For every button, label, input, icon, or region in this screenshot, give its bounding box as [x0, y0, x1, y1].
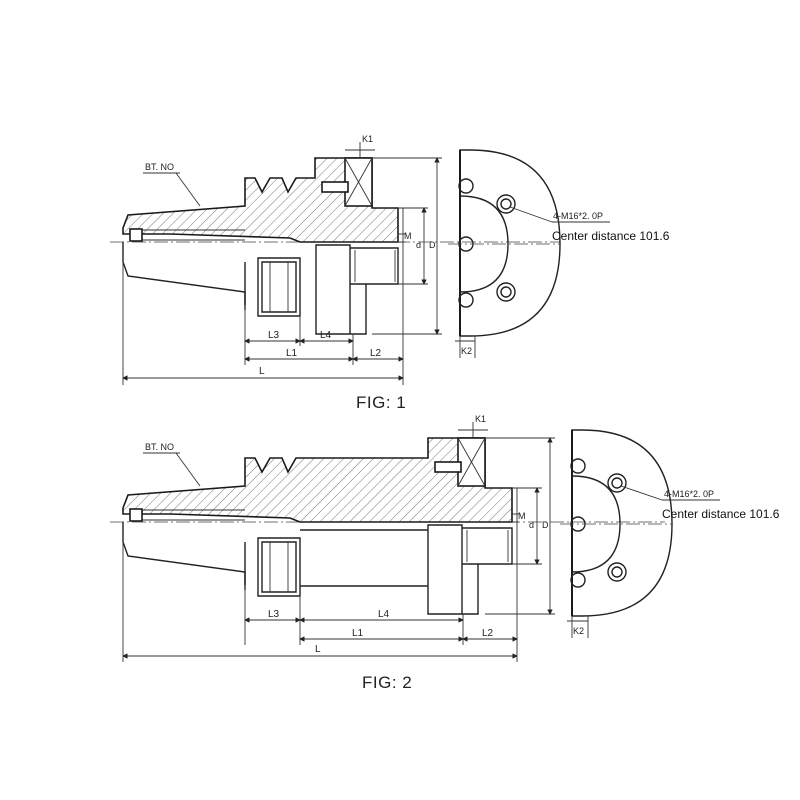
fig1-label-m: M — [404, 231, 412, 241]
fig2-taper-body — [122, 437, 513, 523]
fig1-label-k2: K2 — [461, 346, 472, 356]
figure-2: BT. NO K1 K2 M d D L L1 L2 L3 L4 4-M16*2… — [110, 414, 780, 662]
fig2-label-l: L — [315, 644, 321, 655]
fig2-label-l4: L4 — [378, 609, 390, 620]
fig2-lower-body — [244, 524, 513, 615]
fig2-label-center-distance: Center distance 101.6 — [662, 507, 780, 521]
fig2-title: FIG: 2 — [362, 673, 413, 692]
fig2-label-d: d — [529, 520, 534, 530]
fig1-label-D: D — [429, 240, 436, 250]
fig1-flange-face — [459, 149, 561, 337]
fig1-bolt-hole-top — [496, 194, 516, 214]
fig1-title: FIG: 1 — [356, 393, 407, 412]
fig1-label-l: L — [259, 366, 265, 377]
fig2-label-D: D — [542, 520, 549, 530]
fig1-label-l2: L2 — [370, 348, 382, 359]
fig1-taper-body — [122, 157, 399, 243]
fig1-label-center-distance: Center distance 101.6 — [552, 229, 670, 243]
figure-1: BT. NO K1 K2 M d D L L1 L2 L3 L4 4-M16*2… — [110, 134, 670, 385]
fig1-lower-body — [244, 244, 399, 335]
fig2-bolt — [434, 461, 462, 473]
fig2-label-k2: K2 — [573, 626, 584, 636]
fig1-bolt-hole-bottom — [496, 282, 516, 302]
fig2-taper-lower — [122, 522, 246, 585]
fig1-bolt — [321, 181, 349, 193]
fig1-label-d: d — [416, 240, 421, 250]
fig2-bolt-hole-bottom — [607, 562, 627, 582]
fig1-label-l4: L4 — [320, 330, 332, 341]
fig1-taper-lower — [122, 242, 246, 305]
fig1-label-k1: K1 — [362, 134, 373, 144]
fig2-label-l2: L2 — [482, 628, 494, 639]
fig2-label-m: M — [518, 511, 526, 521]
fig2-flange-face — [571, 429, 673, 617]
fig1-label-l3: L3 — [268, 330, 280, 341]
fig1-label-l1: L1 — [286, 348, 298, 359]
fig1-label-bolt: 4-M16*2. 0P — [553, 211, 603, 221]
fig2-label-bolt: 4-M16*2. 0P — [664, 489, 714, 499]
fig2-label-k1: K1 — [475, 414, 486, 424]
fig2-label-l1: L1 — [352, 628, 364, 639]
fig1-label-bt: BT. NO — [145, 162, 174, 172]
fig2-label-l3: L3 — [268, 609, 280, 620]
fig2-label-bt: BT. NO — [145, 442, 174, 452]
fig2-bolt-hole-top — [607, 473, 627, 493]
